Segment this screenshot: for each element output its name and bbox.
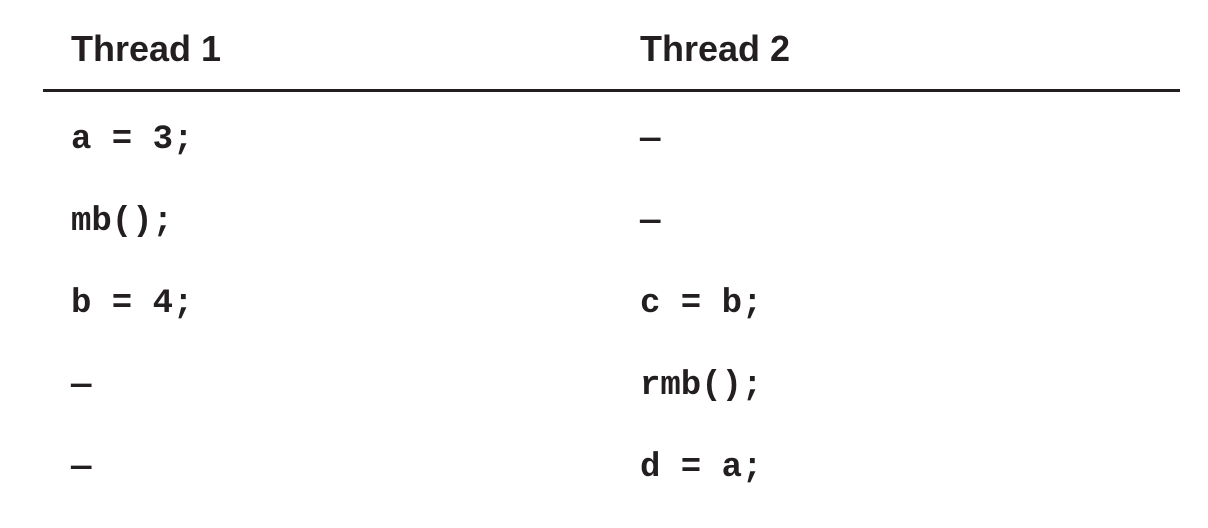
table-row: a = 3; — bbox=[43, 118, 1180, 200]
thread-2-cell: — bbox=[640, 121, 661, 159]
table-row: — d = a; bbox=[43, 446, 1180, 528]
thread-2-cell: rmb(); bbox=[640, 367, 763, 405]
column-header-thread-2: Thread 2 bbox=[640, 28, 791, 69]
thread-table: Thread 1 Thread 2 a = 3; — mb(); — b = 4… bbox=[43, 0, 1180, 526]
thread-1-cell: mb(); bbox=[71, 203, 174, 241]
thread-2-cell: — bbox=[640, 203, 661, 241]
thread-2-cell: d = a; bbox=[640, 449, 763, 487]
thread-2-cell: c = b; bbox=[640, 285, 763, 323]
table-header: Thread 1 Thread 2 bbox=[43, 0, 1180, 90]
table-row: — rmb(); bbox=[43, 364, 1180, 446]
thread-1-cell: — bbox=[71, 449, 92, 487]
header-divider bbox=[43, 89, 1180, 92]
thread-1-cell: a = 3; bbox=[71, 121, 194, 159]
table-row: mb(); — bbox=[43, 200, 1180, 282]
thread-1-cell: b = 4; bbox=[71, 285, 194, 323]
table-row: b = 4; c = b; bbox=[43, 282, 1180, 364]
column-header-thread-1: Thread 1 bbox=[71, 28, 222, 69]
thread-1-cell: — bbox=[71, 367, 92, 405]
